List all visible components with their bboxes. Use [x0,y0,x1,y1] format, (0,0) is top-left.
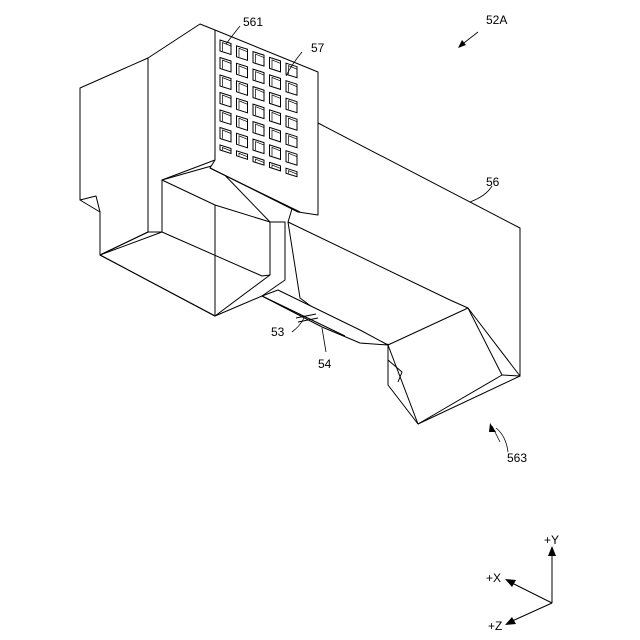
label-54: 54 [318,357,332,371]
axis-label-x: +X [486,571,501,585]
y-axis-arrowhead [548,546,556,556]
label-53: 53 [271,325,285,339]
axis-label-z: +Z [488,619,502,633]
z-axis-arrowhead [505,617,516,625]
axis-label-y: +Y [544,533,559,547]
label-57: 57 [311,41,325,55]
x-axis-arrowhead [505,579,516,587]
label-561: 561 [243,15,263,29]
label-52A: 52A [486,13,507,27]
axis-indicator: +Y +X +Z [486,533,559,633]
label-56: 56 [486,175,500,189]
label-563: 563 [507,451,527,465]
